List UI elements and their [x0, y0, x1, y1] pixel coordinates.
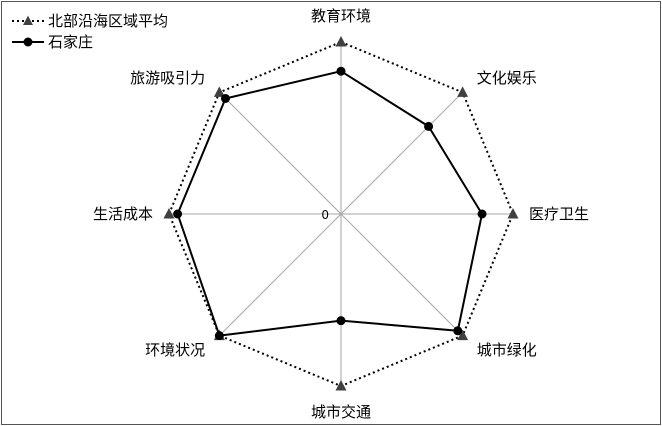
category-label: 文化娱乐 — [477, 69, 537, 87]
data-point-marker — [163, 208, 175, 219]
category-label: 生活成本 — [93, 205, 153, 223]
data-point-marker — [214, 331, 224, 341]
legend-marker — [23, 37, 33, 47]
category-label: 环境状况 — [145, 341, 205, 359]
radial-zero-label: 0 — [321, 208, 329, 222]
data-point-marker — [424, 121, 434, 131]
category-label: 城市交通 — [311, 403, 371, 421]
data-point-marker — [213, 86, 225, 97]
category-label: 医疗卫生 — [529, 205, 589, 223]
legend-label: 北部沿海区域平均 — [48, 12, 168, 30]
data-point-marker — [477, 209, 487, 219]
data-point-marker — [457, 86, 469, 97]
data-point-marker — [453, 326, 463, 336]
category-label: 旅游吸引力 — [130, 69, 205, 87]
legend-item-1: 北部沿海区域平均 — [12, 12, 168, 30]
spoke-line — [219, 213, 342, 336]
data-point-marker — [335, 36, 347, 47]
data-point-marker — [457, 329, 469, 341]
spoke-line — [340, 213, 463, 336]
data-point-marker — [220, 93, 230, 103]
data-point-marker — [336, 66, 346, 76]
spoke-line — [340, 92, 463, 215]
category-label: 教育环境 — [311, 7, 371, 25]
legend-marker — [23, 15, 33, 26]
series-layer — [163, 36, 519, 391]
data-point-marker — [507, 208, 519, 219]
category-label: 城市绿化 — [477, 341, 537, 359]
spoke-line — [219, 92, 342, 215]
series-2 — [173, 66, 487, 341]
axis-spokes — [169, 42, 513, 386]
data-point-marker — [335, 380, 347, 391]
legend-label: 石家庄 — [48, 33, 93, 51]
data-point-marker — [336, 316, 346, 326]
data-point-marker — [173, 209, 183, 219]
legend-item-2: 石家庄 — [12, 33, 93, 51]
